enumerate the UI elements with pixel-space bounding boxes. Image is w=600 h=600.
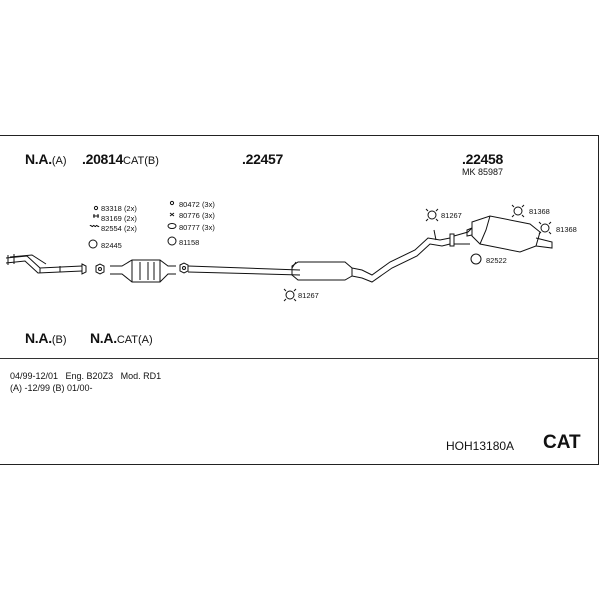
label-22458: .22458 <box>462 151 504 167</box>
ring-82522 <box>470 253 482 265</box>
hanger-81368-upper <box>511 204 525 218</box>
kit-icons-left <box>88 205 100 249</box>
part-82445: 82445 <box>101 241 122 250</box>
hanger-81267-upper <box>425 208 439 222</box>
label-mk-85987: MK 85987 <box>462 167 504 177</box>
diagram-frame <box>0 135 599 465</box>
hanger-81368-lower <box>538 221 552 235</box>
section-divider <box>0 358 599 359</box>
front-pipe <box>5 254 87 275</box>
info-line-1: 04/99-12/01 Eng. B20Z3 Mod. RD1 <box>10 371 162 381</box>
gasket-front <box>95 263 105 275</box>
gasket-cat <box>179 262 189 274</box>
rear-silencer <box>453 215 553 253</box>
kit-icons-middle <box>167 200 177 246</box>
hanger-81267-lower <box>283 288 297 302</box>
label-na-b: N.A.(B) <box>25 330 67 346</box>
part-81368-upper: 81368 <box>529 207 550 216</box>
label-22457: .22457 <box>242 151 284 167</box>
part-83169: 83169 (2x) <box>101 214 137 223</box>
part-81158: 81158 <box>179 238 200 247</box>
part-80472: 80472 (3x) <box>179 200 215 209</box>
leader-lines <box>291 229 437 269</box>
label-na-a: N.A.(A) <box>25 151 67 167</box>
middle-pipe <box>187 233 455 283</box>
diagram-code: HOH13180A <box>446 439 515 453</box>
label-20814: .20814CAT(B) <box>82 151 159 167</box>
part-80776: 80776 (3x) <box>179 211 215 220</box>
part-82522: 82522 <box>486 256 507 265</box>
cat-label: CAT <box>543 432 581 453</box>
part-81368-lower: 81368 <box>556 225 577 234</box>
part-83318: 83318 (2x) <box>101 204 137 213</box>
info-line-2: (A) -12/99 (B) 01/00- <box>10 383 93 393</box>
part-81267-upper: 81267 <box>441 211 462 220</box>
part-82554: 82554 (2x) <box>101 224 137 233</box>
catalytic-converter <box>110 259 176 283</box>
part-81267-lower: 81267 <box>298 291 319 300</box>
label-na-cat-a: N.A.CAT(A) <box>90 330 153 346</box>
part-80777: 80777 (3x) <box>179 223 215 232</box>
